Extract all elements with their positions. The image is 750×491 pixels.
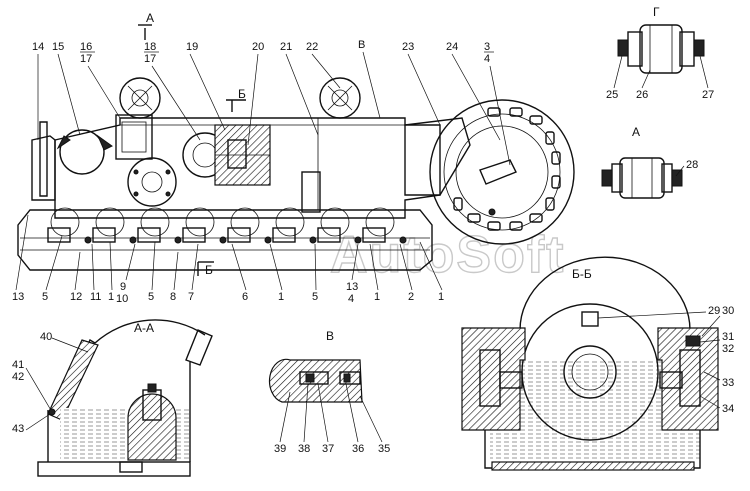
callout-21: 21: [280, 41, 292, 53]
callout-1b: 1: [278, 291, 284, 303]
callout-32: 32: [722, 343, 734, 355]
callout-v: В: [358, 39, 365, 51]
callout-38: 38: [298, 443, 310, 455]
callout-24: 24: [446, 41, 458, 53]
callout-34: 34: [722, 403, 734, 415]
callout-35: 35: [378, 443, 390, 455]
section-title-g: Г: [653, 5, 660, 19]
callout-14: 14: [32, 41, 44, 53]
callout-13: 13: [12, 291, 24, 303]
callout-17b: 17: [144, 53, 156, 65]
callout-5b: 5: [148, 291, 154, 303]
callout-1d: 1: [438, 291, 444, 303]
section-title-aa: А-А: [134, 321, 154, 335]
callout-6: 6: [242, 291, 248, 303]
callout-30: 30: [722, 305, 734, 317]
section-title-bb: Б-Б: [572, 267, 592, 281]
watermark-text: AutoSoft: [330, 226, 565, 284]
callout-26: 26: [636, 89, 648, 101]
callout-11: 11: [90, 291, 101, 303]
section-mark-b-bottom: Б: [205, 263, 213, 277]
callout-33: 33: [722, 377, 734, 389]
callout-1c: 1: [374, 291, 380, 303]
callout-12: 12: [70, 291, 82, 303]
callout-9: 9: [120, 281, 126, 293]
callout-20: 20: [252, 41, 264, 53]
callout-18: 18: [144, 41, 156, 53]
callout-13b: 13: [346, 281, 358, 293]
callout-23: 23: [402, 41, 414, 53]
callout-2: 2: [408, 291, 414, 303]
callout-22: 22: [306, 41, 318, 53]
view-a-roller: А 28: [601, 125, 698, 199]
callout-16: 16: [80, 41, 92, 53]
callout-10: 10: [116, 293, 128, 305]
section-aa: А-А 40 41 42 43: [12, 319, 213, 477]
view-g-roller: Г 25 26 27: [606, 5, 714, 101]
callout-39: 39: [274, 443, 286, 455]
section-mark-b-top: Б: [238, 87, 246, 101]
callout-29: 29: [708, 305, 720, 317]
callout-41: 41: [12, 359, 24, 371]
callout-5c: 5: [312, 291, 318, 303]
callout-3: 3: [484, 41, 490, 53]
callout-37: 37: [322, 443, 334, 455]
callout-7: 7: [188, 291, 194, 303]
idler-wheel-teeth: [453, 107, 561, 231]
callout-8: 8: [170, 291, 176, 303]
callout-31: 31: [722, 331, 734, 343]
callout-27: 27: [702, 89, 714, 101]
callouts-bottom: 13 5 12 11 1 9 10 5 8 7 6 1 5 13 4 1 2 1: [12, 214, 444, 305]
callout-25: 25: [606, 89, 618, 101]
callout-42: 42: [12, 371, 24, 383]
callout-43: 43: [12, 423, 24, 435]
main-side-view: [17, 24, 575, 276]
callout-4b: 4: [348, 293, 354, 305]
view-v: В 39 38 37 36 35: [268, 329, 390, 455]
callout-28: 28: [686, 159, 698, 171]
callout-4: 4: [484, 53, 490, 65]
callouts-top: 14 15 16 17 18 17 19 20 21 22 В 23 24 3 …: [32, 39, 511, 166]
section-title-v: В: [326, 329, 334, 343]
callout-17: 17: [80, 53, 92, 65]
callout-5a: 5: [42, 291, 48, 303]
callout-40: 40: [40, 331, 52, 343]
callout-36: 36: [352, 443, 364, 455]
callout-15: 15: [52, 41, 64, 53]
section-mark-a: А: [146, 11, 154, 25]
callout-1a: 1: [108, 291, 114, 303]
section-bb: Б-Б 29 30 31 32 33 34: [461, 256, 734, 471]
callout-19: 19: [186, 41, 198, 53]
section-title-a: А: [632, 125, 640, 139]
